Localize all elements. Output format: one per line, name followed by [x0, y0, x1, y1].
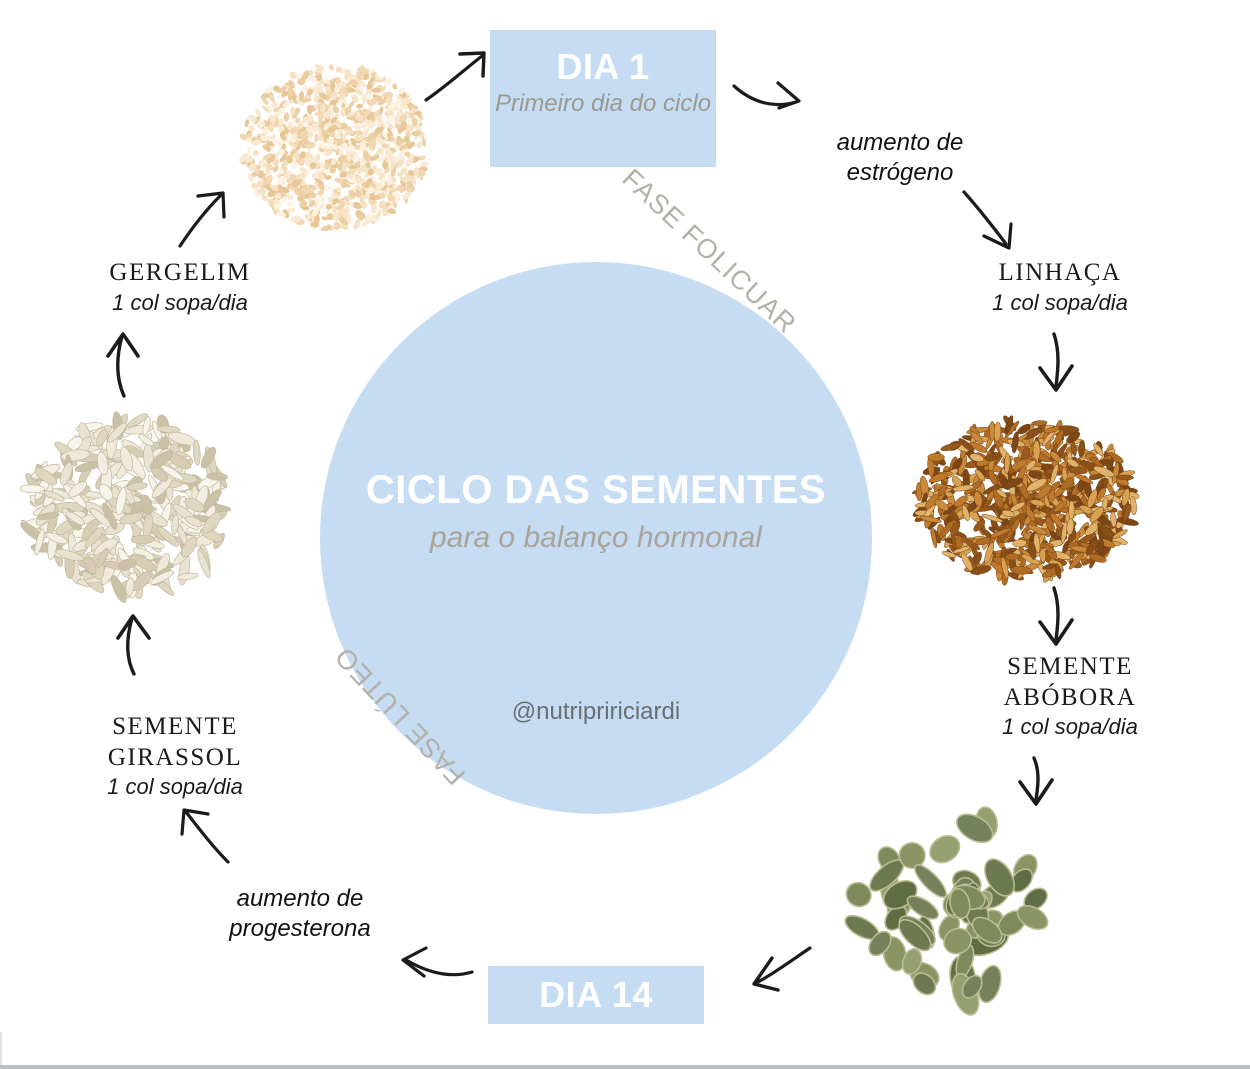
seed-name-sesame: GERGELIM	[109, 259, 251, 286]
arrow-day1-to-estrogen	[732, 78, 804, 118]
seed-label-sunflower: SEMENTE GIRASSOL 1 col sopa/dia	[60, 712, 290, 801]
seed-label-flaxseed: LINHAÇA 1 col sopa/dia	[945, 258, 1175, 316]
infographic-title: CICLO DAS SEMENTES	[365, 468, 827, 512]
arrow-gergelim-to-sesame	[178, 190, 238, 250]
infographic-subtitle: para o balanço hormonal	[430, 521, 762, 554]
day-marker-1: DIA 1 Primeiro dia do ciclo	[490, 30, 716, 167]
seed-image-sesame	[232, 52, 442, 242]
arrow-girassol-to-sunflower	[112, 614, 162, 678]
seed-image-pumpkin	[832, 792, 1072, 1022]
arrow-day14-to-progesterona	[398, 944, 476, 988]
day-14-title: DIA 14	[539, 974, 653, 1015]
social-handle: @nutripririciardi	[511, 698, 681, 725]
seed-label-pumpkin: SEMENTE ABÓBORA 1 col sopa/dia	[955, 652, 1185, 741]
day-marker-14: DIA 14	[488, 966, 704, 1024]
seed-dose-pumpkin: 1 col sopa/dia	[1002, 714, 1138, 739]
seed-dose-flaxseed: 1 col sopa/dia	[992, 289, 1128, 315]
window-bottom-scrollbar[interactable]	[0, 1065, 1250, 1069]
arrow-pumpkin-to-day14	[742, 946, 814, 994]
seed-name-sunflower: SEMENTE GIRASSOL	[107, 713, 243, 771]
window-left-edge	[0, 1032, 2, 1065]
arrow-linhaca-to-flax	[1034, 332, 1080, 394]
center-circle	[320, 262, 872, 814]
seed-name-flaxseed: LINHAÇA	[998, 259, 1122, 286]
day-1-title: DIA 1	[556, 46, 650, 87]
hormone-note-progesterone: aumento de progesterona	[229, 885, 371, 942]
arrow-estrogen-to-linhaca	[962, 190, 1022, 252]
hormone-note-estrogen: aumento de estrógeno	[836, 129, 964, 186]
seed-dose-sunflower: 1 col sopa/dia	[107, 774, 243, 799]
day-1-subtitle: Primeiro dia do ciclo	[494, 90, 712, 118]
seed-name-pumpkin: SEMENTE ABÓBORA	[1003, 653, 1137, 711]
seed-image-sunflower	[12, 402, 252, 617]
seed-label-sesame: GERGELIM 1 col sopa/dia	[65, 258, 295, 316]
arrow-sunflower-to-gergelim	[104, 332, 154, 400]
seed-dose-sesame: 1 col sopa/dia	[112, 289, 248, 315]
arrow-progesterona-to-girassol	[176, 806, 238, 868]
seed-image-flaxseed	[908, 400, 1148, 600]
